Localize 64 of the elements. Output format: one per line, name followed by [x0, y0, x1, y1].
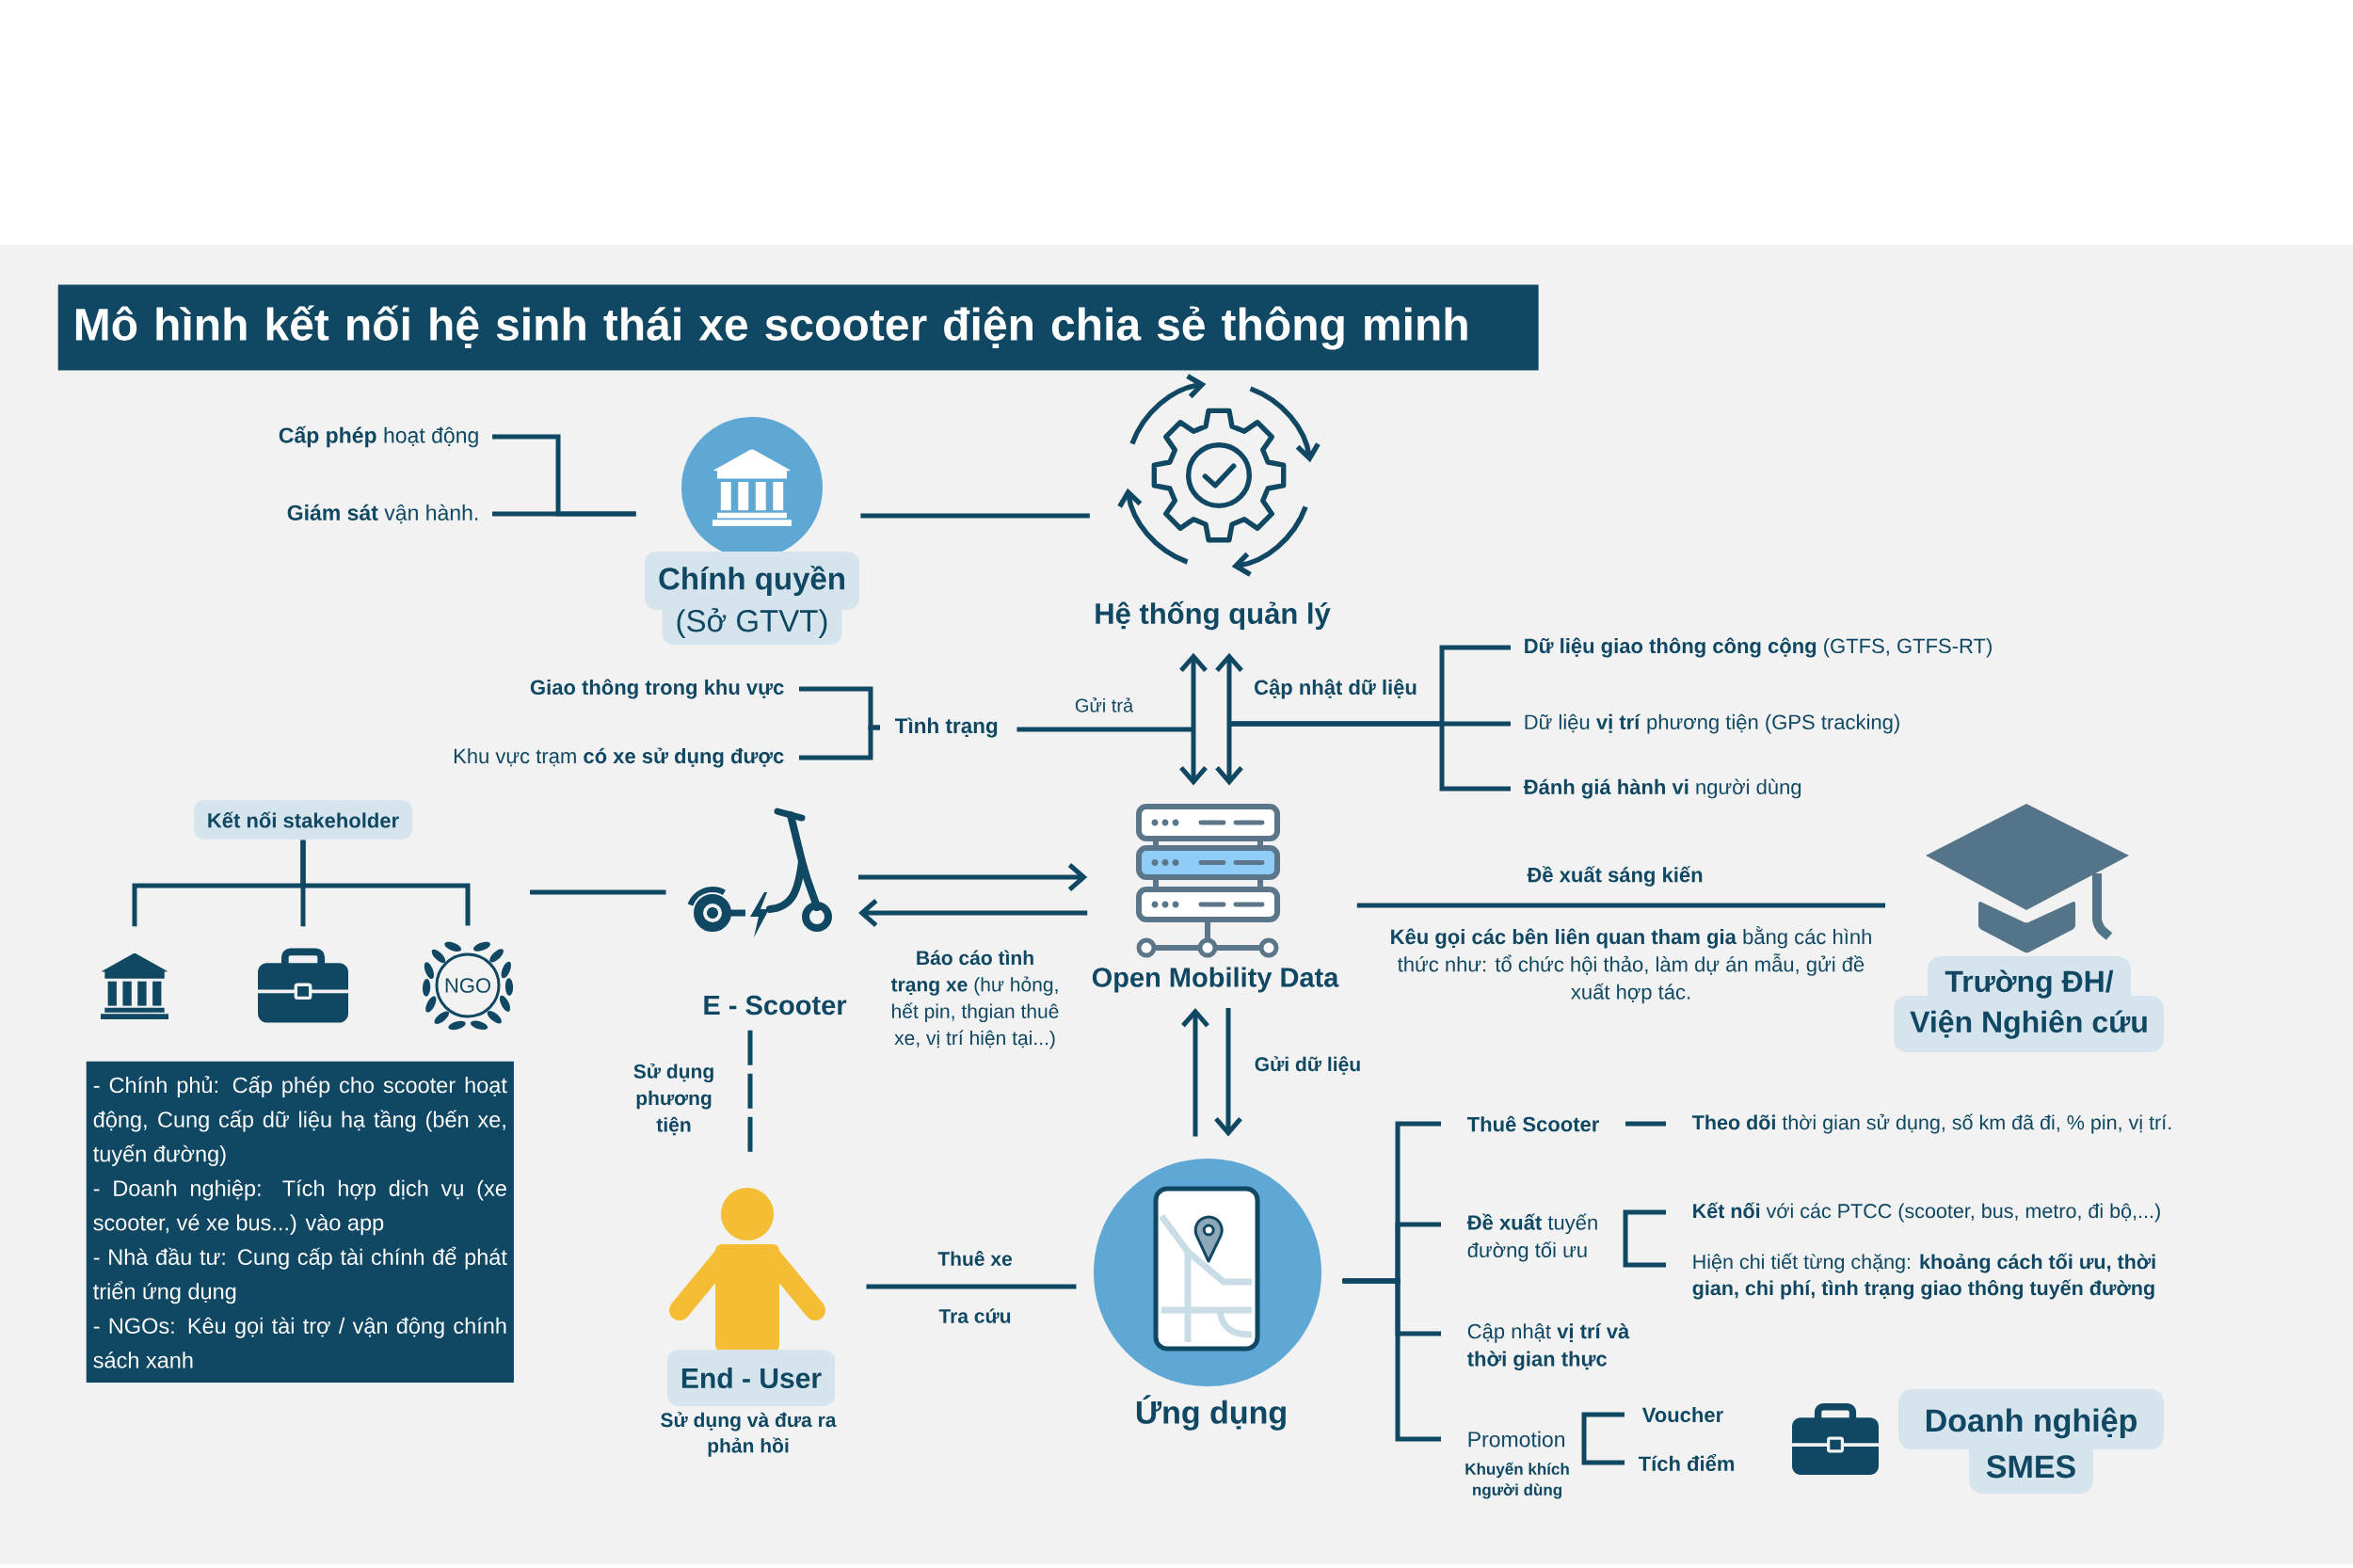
list-item: Cập nhật vị trí và thời gian thực [1467, 1322, 1630, 1371]
connector-line [492, 511, 636, 517]
briefcase-icon [258, 948, 348, 1023]
connector-line [1581, 1412, 1625, 1440]
arrow [858, 899, 1088, 927]
list-item: Thuê Scooter [1466, 1115, 1599, 1132]
list-item: Theo dõi thời gian sử dụng, số km đã đi, % pin, vị trí. [1691, 1113, 2171, 1134]
double-arrow [1179, 652, 1208, 786]
edge-label: Gửi dữ liệu [1252, 1054, 1364, 1077]
arrow [1214, 1007, 1242, 1137]
list-item: Tích điểm [1638, 1454, 1735, 1471]
connector-line [1356, 903, 1886, 908]
label-pill: End - User [666, 1350, 836, 1407]
edge-label: Sử dụng phương tiện [620, 1061, 728, 1138]
connector-line [866, 1284, 1077, 1289]
arrow [1181, 1007, 1209, 1137]
connector-line [1016, 727, 1193, 732]
double-arrow [1215, 652, 1243, 786]
edge-label: Báo cáo tình trạng xe (hư hỏng, hết pin, thgian thuê xe, vị trí hiện tại...) [888, 948, 1063, 1051]
connector-line [300, 840, 471, 926]
connector-line [1625, 1121, 1666, 1127]
node-label: Ứng dụng [1136, 1395, 1286, 1431]
connector-line [1623, 1238, 1666, 1268]
node-label: Hệ thống quản lý [1096, 600, 1331, 631]
edge-label: Cập nhật dữ liệu [1252, 677, 1419, 701]
label-pill: Trường ĐH/ Viện Nghiên cứu [1894, 956, 2165, 1052]
list-item: Dữ liệu vị trí phương tiện (GPS tracking) [1525, 713, 1899, 734]
bank-icon [101, 953, 168, 1019]
connector-line [1623, 1209, 1666, 1238]
text-panel: - Chính phủ: Cấp phép cho scooter hoạt động, Cung cấp dữ liệu hạ tầng (bến xe, tuyến đường) - Doanh nghiệp: Tích hợp dịch vụ (xe scooter, vé xe bus...) vào app - Nhà đầu tư: Cung cấp tài chính để phát triển ứng dụng - NGOs: Kêu gọi tài trợ / vận động chính sách xanh [86, 1061, 514, 1383]
list-item: Dữ liệu giao thông công cộng (GTFS, GTFS-RT) [1525, 637, 1992, 658]
list-item: Tình trạng [895, 717, 998, 738]
list-item: Cấp phép hoạt động [279, 425, 478, 448]
list-item: Hiện chi tiết từng chặng: khoảng cách tối ưu, thời gian, chi phí, tình trạng giao thông tuyến đường [1692, 1253, 2155, 1300]
connector-line [530, 889, 666, 895]
connector-line [799, 725, 880, 760]
list-item: Kết nối với các PTCC (scooter, bus, metro, đi bộ,...) [1693, 1202, 2160, 1223]
caption-text: Khuyến khích người dùng [1465, 1462, 1569, 1499]
list-item: Khu vực trạm có xe sử dụng được [454, 747, 784, 768]
connector-line [1229, 721, 1511, 792]
note-text: Kêu gọi các bên liên quan tham gia bằng các hình thức như: tổ chức hội thảo, làm dự án mẫu, gửi đề xuất hợp tác. [1391, 925, 1871, 1004]
circle-label: NGO [435, 952, 501, 1018]
connector-line [1342, 1278, 1441, 1442]
title-banner: Mô hình kết nối hệ sinh thái xe scooter điện chia sẻ thông minh [57, 284, 1539, 371]
connector-line [1581, 1439, 1625, 1465]
label-pill: Chính quyền (Sở GTVT) [645, 552, 859, 646]
connector-line [860, 513, 1090, 519]
node-label: Open Mobility Data [1092, 967, 1339, 993]
list-item: Giao thông trong khu vực [530, 679, 784, 699]
dashed-line [747, 1030, 753, 1155]
list-item: Voucher [1641, 1406, 1723, 1423]
caption-text: Sử dụng và đưa ra phản hồi [661, 1412, 837, 1457]
label-pill: Kết nối stakeholder [193, 800, 413, 840]
arrow [858, 863, 1088, 891]
list-item: Giám sát vận hành. [287, 504, 478, 524]
edge-label: Thuê xe [936, 1249, 1015, 1268]
list-item: Đề xuất tuyến đường tối ưu [1466, 1213, 1597, 1262]
note-text: Tra cứu [938, 1308, 1011, 1323]
node-label: E - Scooter [704, 995, 847, 1016]
list-item: Đánh giá hành vi người dùng [1523, 778, 1801, 799]
label-pill: Doanh nghiệp SMES [1898, 1389, 2165, 1494]
edge-label: Đề xuất sáng kiến [1525, 864, 1705, 888]
edge-label: Gửi trả [1072, 696, 1136, 714]
list-item: Promotion [1468, 1431, 1565, 1448]
